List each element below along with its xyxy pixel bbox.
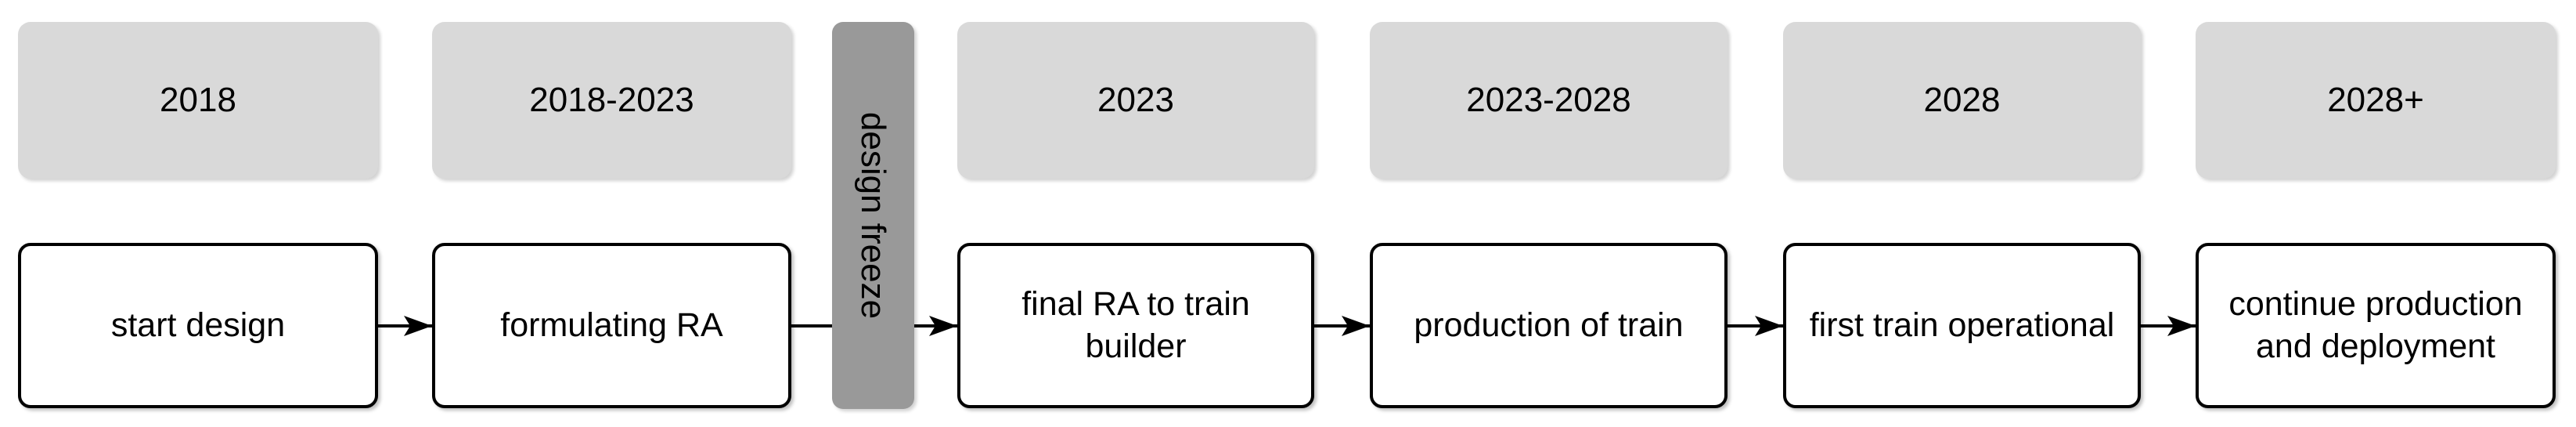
step-label: first train operational [1809,306,2115,344]
year-label: 2028+ [2327,81,2424,119]
step-box-2: formulating RA [432,243,791,408]
year-box-4: 2023-2028 [1370,22,1728,179]
year-label: 2023 [1097,81,1174,119]
design-freeze-bar: design freeze [832,22,914,409]
step-box-1: start design [18,243,378,408]
year-label: 2023-2028 [1466,81,1631,119]
step-box-3: final RA to train builder [957,243,1314,408]
year-box-6: 2028+ [2196,22,2556,179]
year-label: 2018-2023 [529,81,694,119]
design-freeze-label: design freeze [854,111,893,320]
year-label: 2028 [1923,81,2001,119]
step-label: final RA to train builder [1021,284,1250,365]
step-label: formulating RA [500,306,723,344]
year-label: 2018 [160,81,236,119]
year-box-5: 2028 [1783,22,2141,179]
step-label: production of train [1414,306,1684,344]
year-box-1: 2018 [18,22,378,179]
step-box-5: first train operational [1783,243,2141,408]
step-label: start design [110,306,286,344]
year-box-3: 2023 [957,22,1314,179]
year-box-2: 2018-2023 [432,22,791,179]
step-label: continue production and deployment [2228,284,2523,365]
step-box-4: production of train [1370,243,1728,408]
step-box-6: continue production and deployment [2196,243,2556,408]
